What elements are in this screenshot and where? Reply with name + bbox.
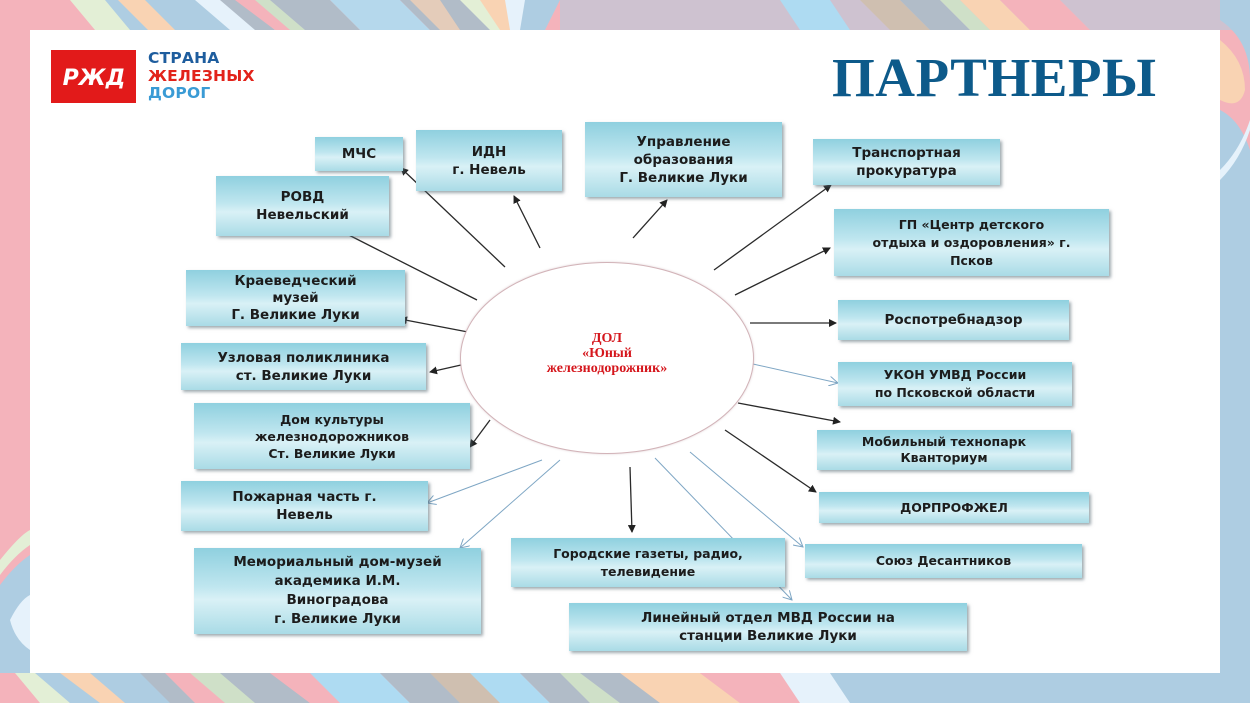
logo-line-3: ДОРОГ [148, 84, 211, 102]
rzd-logo-icon: РЖД [51, 50, 136, 103]
partner-pozharnaya-chast: Пожарная часть г. Невель [181, 481, 428, 531]
center-node: ДОЛ «Юный железнодорожник» [460, 262, 754, 454]
logo-wordmark: СТРАНА ЖЕЛЕЗНЫХ ДОРОГ [148, 49, 255, 103]
partner-ukon-umvd: УКОН УМВД России по Псковской области [838, 362, 1072, 406]
partner-upravlenie-obrazovaniya: Управление образования Г. Великие Луки [585, 122, 782, 197]
center-node-label: ДОЛ «Юный железнодорожник» [546, 330, 668, 376]
partner-uzlovaya-poliklinika: Узловая поликлиника ст. Великие Луки [181, 343, 426, 390]
partner-mchs: МЧС [315, 137, 403, 171]
partner-kraevedcheskiy-muzey: Краеведческий музей Г. Великие Луки [186, 270, 405, 326]
partner-memorialnyy-dom-muzey: Мемориальный дом-музей академика И.М. Ви… [194, 548, 481, 634]
partner-gp-centr: ГП «Центр детского отдыха и оздоровления… [834, 209, 1109, 276]
partner-transportnaya-prokuratura: Транспортная прокуратура [813, 139, 1000, 185]
partner-dorprofzhel: ДОРПРОФЖЕЛ [819, 492, 1089, 523]
partner-idn: ИДН г. Невель [416, 130, 562, 191]
logo-line-2: ЖЕЛЕЗНЫХ [148, 66, 255, 85]
partner-dom-kultury: Дом культуры железнодорожников Ст. Велик… [194, 403, 470, 469]
partner-kvantorium: Мобильный технопарк Кванториум [817, 430, 1071, 470]
svg-text:РЖД: РЖД [63, 66, 125, 90]
page-title: ПАРТНЕРЫ [832, 47, 1157, 108]
logo-line-1: СТРАНА [148, 49, 220, 67]
partner-rospotrebnadzor: Роспотребнадзор [838, 300, 1069, 340]
partner-lineynyy-otdel-mvd: Линейный отдел МВД России на станции Вел… [569, 603, 967, 651]
rzd-logo: РЖД СТРАНА ЖЕЛЕЗНЫХ ДОРОГ [51, 49, 261, 104]
partner-soyuz-desantnikov: Союз Десантников [805, 544, 1082, 578]
partner-gorodskie-gazety: Городские газеты, радио, телевидение [511, 538, 785, 587]
partner-rovd: РОВД Невельский [216, 176, 389, 236]
